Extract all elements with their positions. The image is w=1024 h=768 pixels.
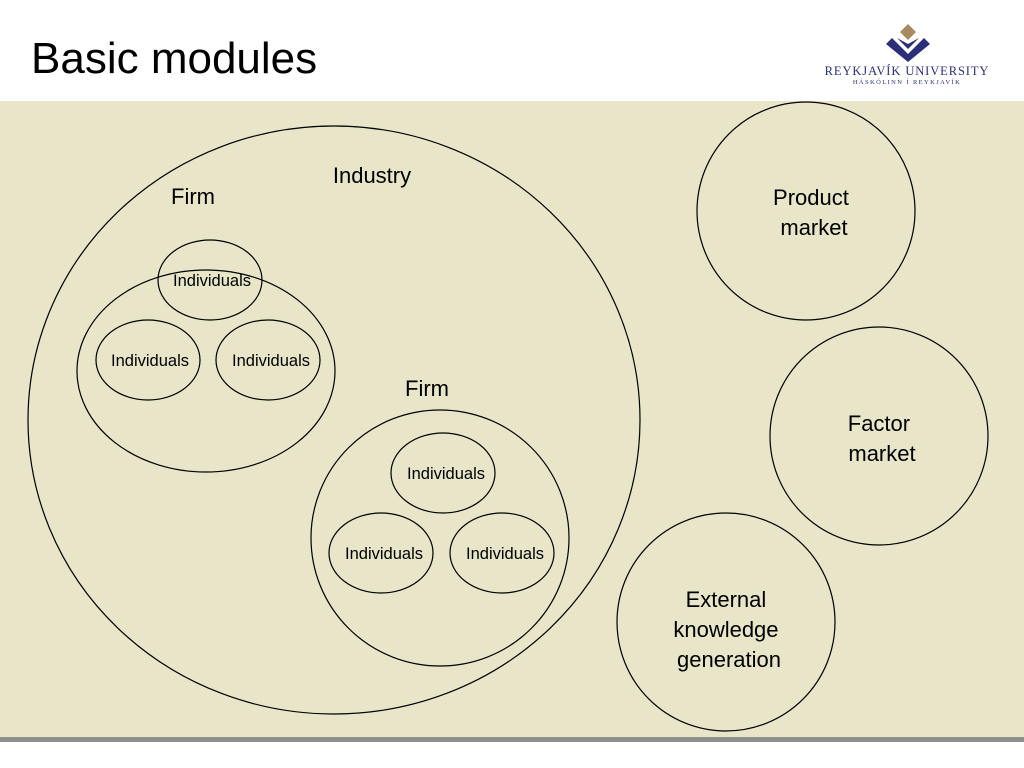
external-knowledge-circle [616, 512, 836, 732]
firm-label: Firm [405, 376, 449, 401]
individuals-circle [157, 239, 263, 321]
product-market-line: market [780, 215, 847, 240]
individuals-circle [328, 512, 434, 594]
modules-diagram: Industry Firm Individuals Individuals In… [27, 101, 989, 732]
individuals-circle [95, 319, 201, 401]
firm-label: Firm [171, 184, 215, 209]
external-knowledge-line: External [686, 587, 767, 612]
individuals-label: Individuals [111, 352, 189, 370]
individuals-label: Individuals [407, 465, 485, 483]
product-market-label: Product market [773, 185, 855, 240]
individuals-circle [449, 512, 555, 594]
firm-circle [76, 269, 336, 473]
individuals-label: Individuals [232, 352, 310, 370]
product-market-line: Product [773, 185, 849, 210]
external-knowledge-line: generation [677, 647, 781, 672]
industry-label: Industry [333, 163, 411, 188]
factor-market-line: market [848, 441, 915, 466]
individuals-circle [390, 432, 496, 514]
university-logo: REYKJAVÍK UNIVERSITY HÁSKÓLINN Í REYKJAV… [822, 24, 992, 90]
factor-market-circle [769, 326, 989, 546]
diamond-logo-icon [886, 24, 930, 62]
firm-circle [310, 409, 570, 667]
slide-header: Basic modules REYKJAVÍK UNIVERSITY HÁSKÓ… [0, 0, 1024, 101]
slide-footer [0, 742, 1024, 768]
individuals-label: Individuals [345, 545, 423, 563]
logo-name: REYKJAVÍK UNIVERSITY [824, 64, 990, 78]
external-knowledge-line: knowledge [673, 617, 778, 642]
footer-divider [0, 737, 1024, 742]
factor-market-line: Factor [848, 411, 910, 436]
individuals-circle [215, 319, 321, 401]
slide-title: Basic modules [31, 34, 318, 83]
external-knowledge-label: External knowledge generation [673, 587, 784, 672]
individuals-label: Individuals [173, 272, 251, 290]
product-market-circle [696, 101, 916, 321]
individuals-label: Individuals [466, 545, 544, 563]
industry-circle [27, 125, 641, 715]
factor-market-label: Factor market [848, 411, 916, 466]
diagram-canvas: Industry Firm Individuals Individuals In… [0, 101, 1024, 737]
logo-subtitle: HÁSKÓLINN Í REYKJAVÍK [852, 79, 962, 86]
